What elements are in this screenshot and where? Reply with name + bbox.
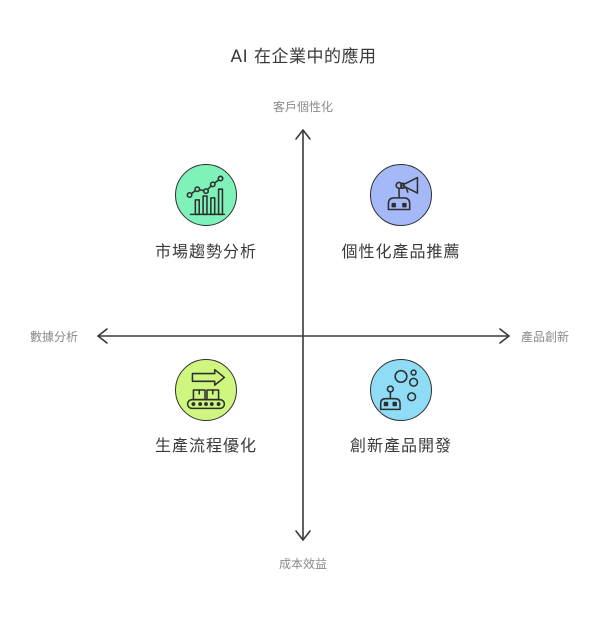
trend-chart-icon — [175, 164, 237, 226]
arrow-down-icon — [295, 530, 311, 541]
conveyor-belt-icon — [175, 359, 237, 421]
robot-bubbles-icon — [370, 359, 432, 421]
arrow-up-icon — [295, 129, 311, 140]
axis-label-right: 產品創新 — [521, 330, 570, 344]
arrow-left-icon — [97, 328, 108, 344]
axis-label-bottom: 成本效益 — [278, 557, 328, 571]
quadrant-label-innovative-development: 創新產品開發 — [349, 436, 453, 455]
quadrant-label-market-trend: 市場趨勢分析 — [154, 242, 258, 261]
quadrant-label-personalized-recommendation: 個性化產品推薦 — [341, 242, 461, 261]
robot-megaphone-icon — [370, 164, 432, 226]
quadrant-label-production-optimization: 生產流程優化 — [154, 436, 258, 455]
axis-label-top: 客戶個性化 — [272, 100, 334, 114]
arrow-right-icon — [499, 328, 510, 344]
axis-label-left: 數據分析 — [30, 330, 79, 344]
diagram-title: AI 在企業中的應用 — [230, 47, 377, 67]
